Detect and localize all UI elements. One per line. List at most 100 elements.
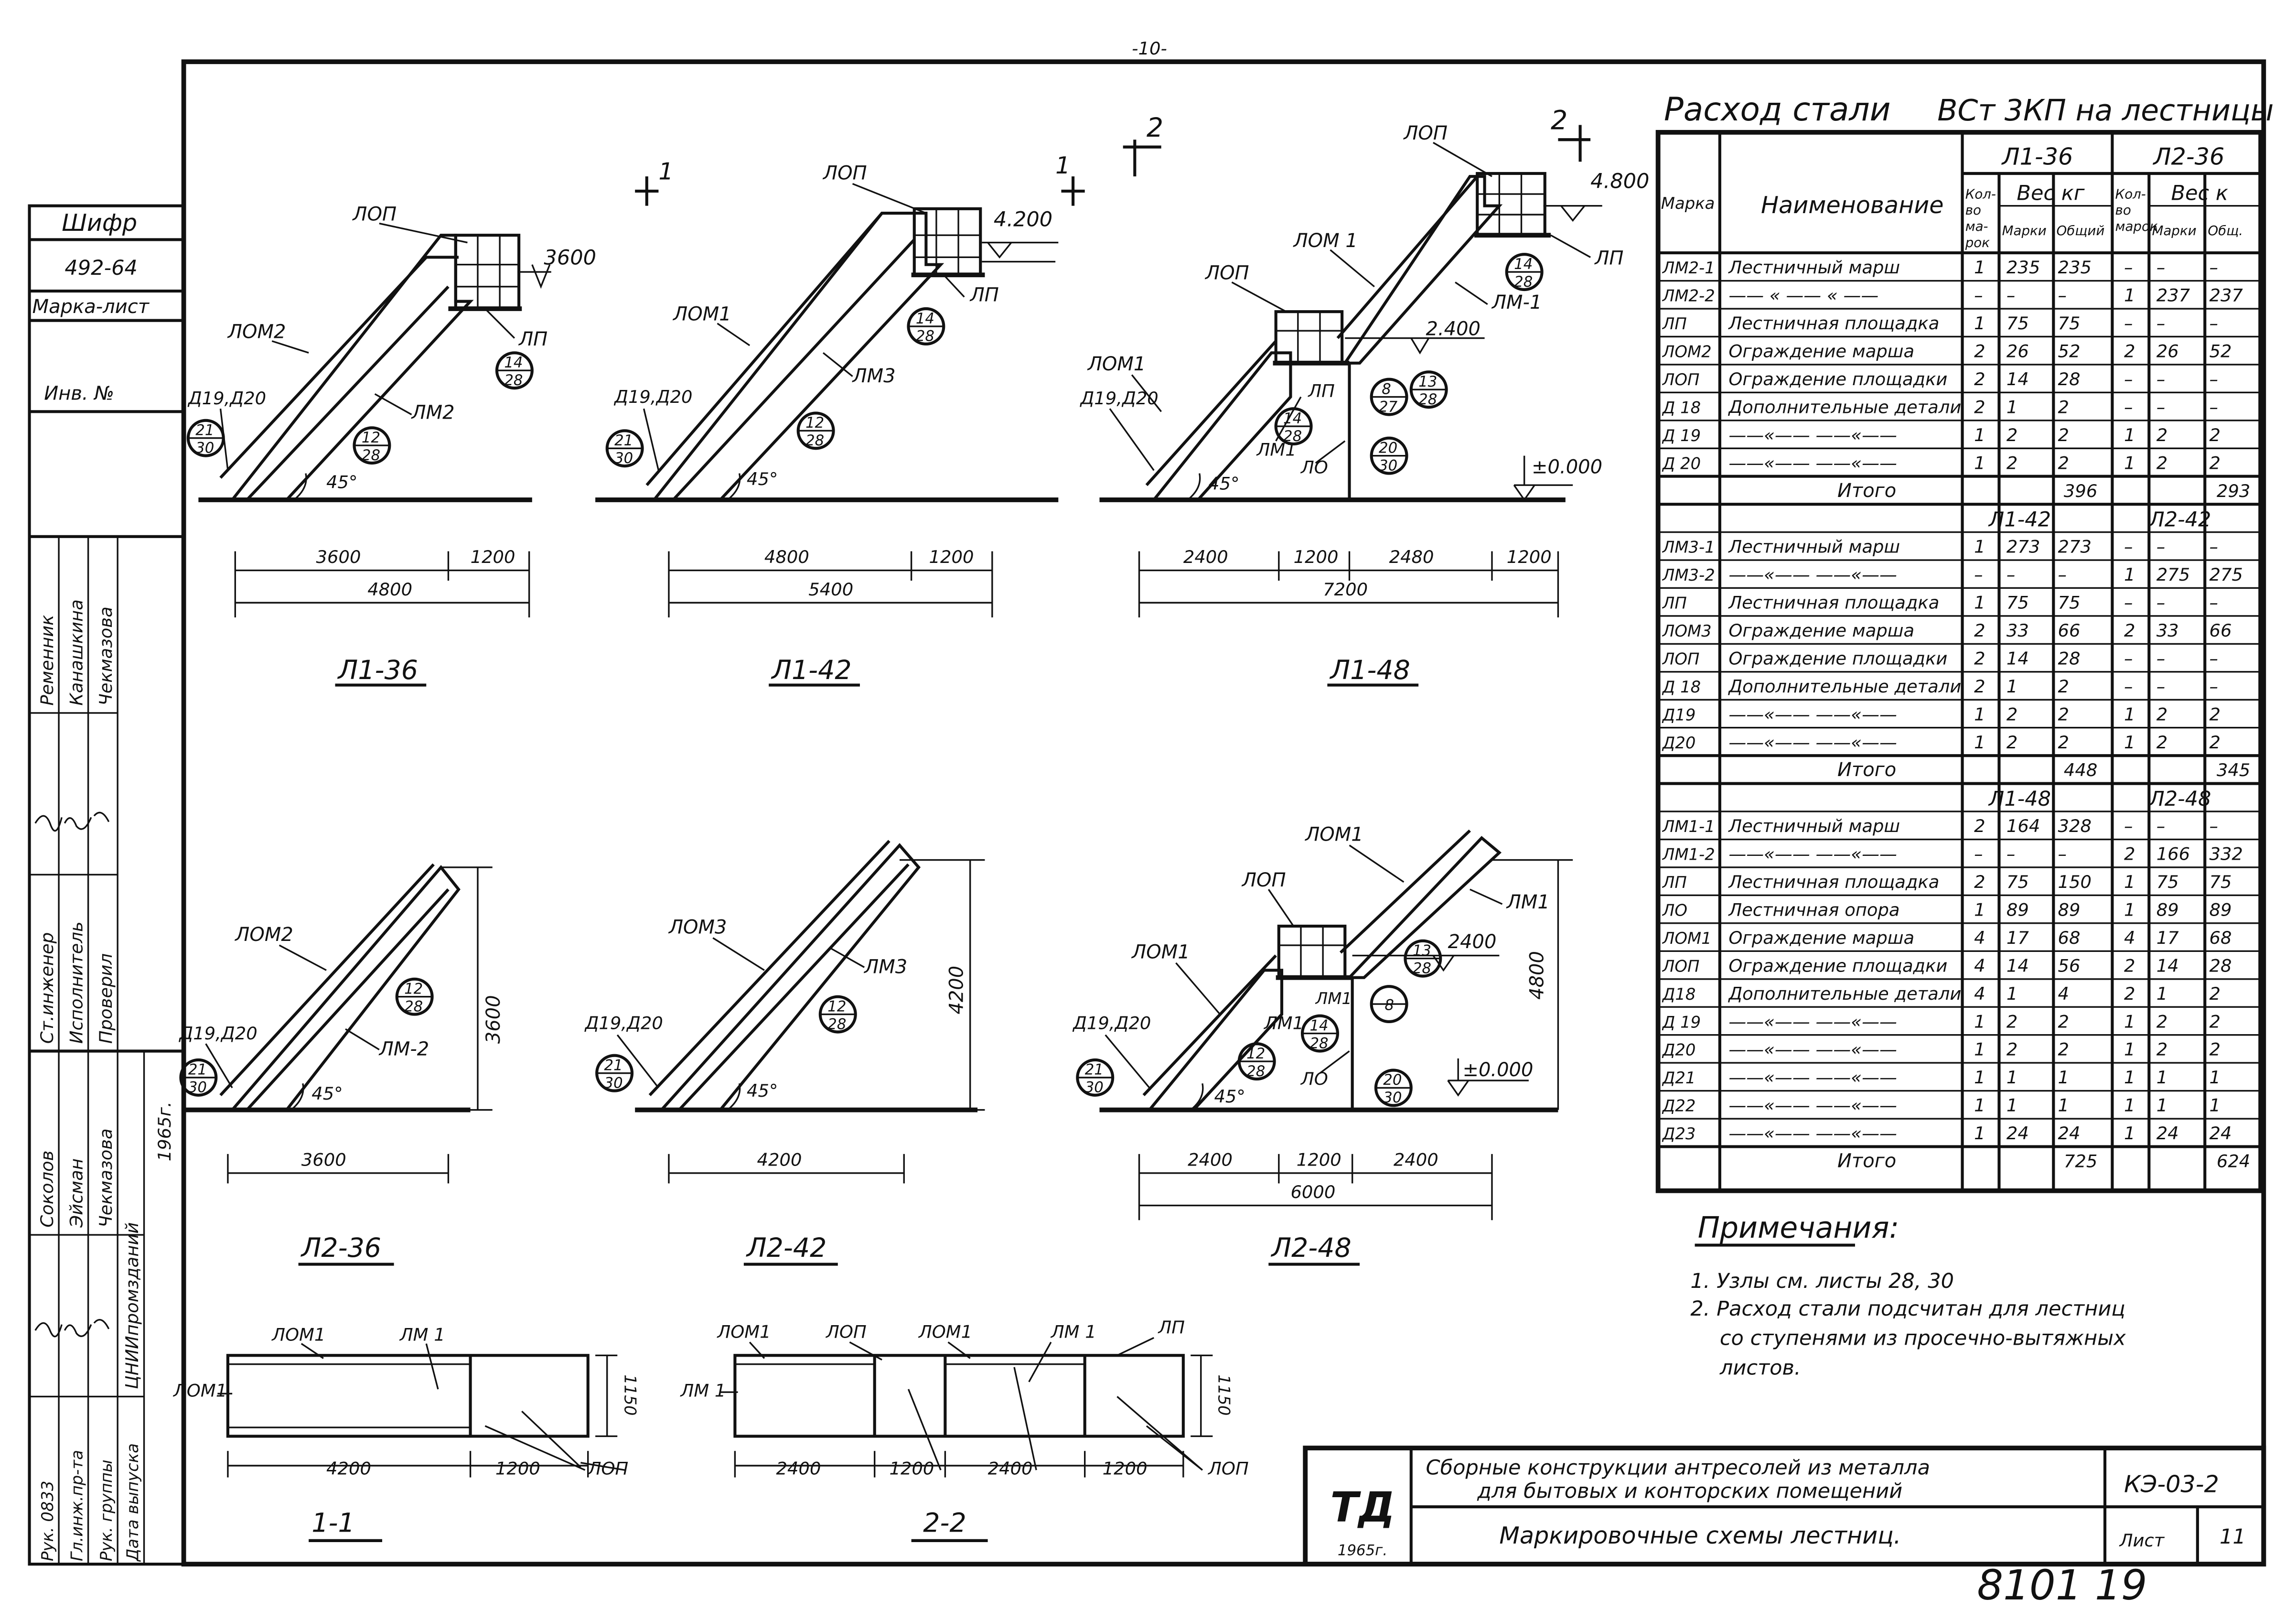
dim-4800: 4800 — [764, 547, 809, 567]
table-cell: ЛОМ1 — [1662, 929, 1712, 948]
table-cell: 2 — [2124, 844, 2135, 864]
table-cell: 2 — [2209, 704, 2220, 724]
node-callout: 12 28 — [395, 977, 434, 1016]
header-qty2-3: марок — [2115, 218, 2158, 234]
table-cell: 1 — [1974, 593, 1985, 613]
table-cell: – — [2058, 285, 2067, 306]
header-weight: Вес кг — [2017, 181, 2084, 205]
table-cell: – — [2157, 676, 2165, 697]
dim-5400: 5400 — [808, 579, 853, 600]
table-cell: – — [1974, 844, 1983, 864]
header-qty-2: во — [1965, 202, 1981, 218]
header-mark: Марка — [1661, 194, 1715, 213]
table-cell: – — [2157, 816, 2165, 836]
table-cell: 1 — [2124, 1095, 2135, 1116]
table-cell: Д21 — [1662, 1069, 1695, 1087]
table-cell: 14 — [2006, 648, 2029, 669]
table-cell: 2 — [1974, 341, 1985, 362]
table-cell: 2 — [2209, 425, 2220, 445]
node-sheet: 28 — [827, 1015, 846, 1033]
table-cell: 75 — [2006, 593, 2029, 613]
table-cell: ЛОП — [1662, 370, 1700, 389]
table-cell: 66 — [2058, 620, 2081, 641]
note-1: 1. Узлы см. листы 28, 30 — [1690, 1269, 1954, 1293]
label-lp: ЛП — [1158, 1317, 1185, 1338]
signature-mark — [34, 1319, 110, 1338]
table-cell: 2 — [2157, 1011, 2167, 1032]
table-cell: 2 — [2209, 732, 2220, 753]
label-d19d20: Д19,Д20 — [613, 387, 692, 407]
table-cell: Ограждение марша — [1728, 341, 1914, 362]
table-cell: 2 — [2006, 425, 2017, 445]
label-lop: ЛОП — [822, 162, 867, 184]
shifr-value: 492-64 — [64, 256, 138, 280]
mgmt-role-date: Дата выпуска — [123, 1443, 142, 1562]
section-mark-2: 2 2 — [1123, 106, 1591, 177]
node-sheet: 28 — [1514, 273, 1533, 291]
table-cell: 1 — [1974, 1039, 1985, 1060]
label-lp: ЛП — [969, 284, 999, 306]
node-sheet: 28 — [362, 447, 380, 464]
table-cell: ——«—— ——«—— — [1728, 704, 1897, 724]
node-callout: 21 30 — [186, 419, 225, 457]
table-cell: – — [2058, 844, 2067, 864]
shifr-label: Шифр — [62, 209, 137, 237]
dim-1200b: 1200 — [1507, 547, 1552, 567]
table-cell: 2 — [1974, 676, 1985, 697]
node-callout: 12 28 — [353, 426, 391, 465]
dim-2400: 2400 — [776, 1458, 821, 1479]
node-num: 8 — [1384, 996, 1394, 1014]
total-value: 725 — [2064, 1151, 2097, 1172]
table-cell: Лестничная площадка — [1727, 872, 1939, 892]
label-lom1: ЛОМ1 — [716, 1321, 771, 1342]
elevation-4200: 4.200 — [994, 208, 1052, 232]
table-cell: Лестничная площадка — [1727, 313, 1939, 334]
table-cell: 2 — [2157, 453, 2167, 473]
table-cell: Ограждение марша — [1728, 620, 1914, 641]
name-remennik: Ременник — [37, 615, 57, 706]
table-cell: 2 — [2006, 704, 2017, 724]
total-label: Итого — [1837, 480, 1896, 502]
table-cell: 2 — [1974, 369, 1985, 389]
drawing-title-l2-48: Л2-48 — [1270, 1233, 1351, 1264]
node-sheet: 30 — [614, 450, 633, 467]
node-callout: 21 30 — [179, 1058, 218, 1097]
node-callout: 20 30 — [1370, 436, 1408, 475]
table-cell: – — [2209, 816, 2218, 836]
table-cell: 89 — [2058, 899, 2081, 920]
header-mark-w: Марки — [2002, 223, 2047, 238]
table-cell: ЛОМ2 — [1662, 343, 1712, 361]
table-cell: 1 — [2124, 1067, 2135, 1088]
table-cell: 2 — [2006, 732, 2017, 753]
table-cell: 1 — [2124, 1123, 2135, 1144]
table-cell: 2 — [1974, 620, 1985, 641]
table-cell: 1 — [1974, 537, 1985, 557]
table-cell: 75 — [2058, 313, 2081, 334]
angle-45: 45° — [747, 469, 778, 489]
table-cell: Дополнительные детали — [1727, 397, 1961, 417]
table-cell: – — [2124, 397, 2133, 417]
table-cell: – — [2124, 369, 2133, 389]
dim-4800: 4800 — [367, 579, 412, 600]
label-lop: ЛОП — [587, 1458, 629, 1479]
table-cell: 4 — [1974, 955, 1985, 976]
table-cell: 1 — [2006, 397, 2017, 417]
table-cell: 2 — [2058, 1011, 2069, 1032]
table-cell: 2 — [2058, 397, 2069, 417]
table-cell: – — [2157, 593, 2165, 613]
node-callout: 12 28 — [796, 411, 835, 450]
table-cell: – — [2157, 313, 2165, 334]
node-num: 12 — [827, 998, 846, 1015]
table-cell: – — [2058, 564, 2067, 585]
section-mark-1: 1 1 — [635, 151, 1085, 206]
label-lop: ЛОП — [352, 203, 397, 225]
table-cell: 2 — [1974, 648, 1985, 669]
dim-3600: 3600 — [316, 547, 361, 567]
node-num: 21 — [1085, 1061, 1104, 1079]
header-qty2-2: во — [2115, 202, 2131, 218]
table-cell: – — [2209, 257, 2218, 278]
table-cell: 1 — [2124, 732, 2135, 753]
table-cell: 273 — [2006, 537, 2040, 557]
